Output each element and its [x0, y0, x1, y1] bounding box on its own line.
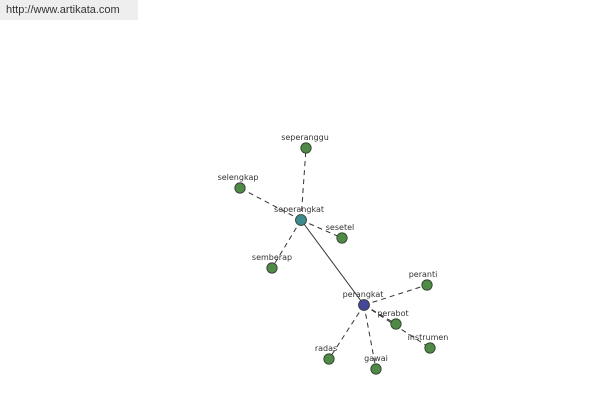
edge-seperangkat-sesetel	[300, 219, 343, 239]
labels-layer: perangkat seperangkat seperanggu selengkap s…	[218, 133, 449, 363]
node-sesetel[interactable]	[336, 232, 348, 244]
node-peranti[interactable]	[421, 279, 433, 291]
node-perabot[interactable]	[390, 318, 402, 330]
edges-layer	[239, 147, 431, 370]
node-label-perabot[interactable]: perabot	[377, 309, 408, 318]
edge-seperangkat-semberap	[271, 219, 302, 269]
node-instrumen[interactable]	[424, 342, 436, 354]
edge-perangkat-peranti	[363, 284, 428, 306]
edge-perangkat-seperangkat	[300, 219, 365, 306]
node-label-seperangkat[interactable]: seperangkat	[274, 205, 324, 214]
node-label-instrumen[interactable]: instrumen	[408, 333, 449, 342]
node-seperangkat[interactable]	[295, 214, 307, 226]
node-perangkat[interactable]	[358, 299, 370, 311]
node-radas[interactable]	[323, 353, 335, 365]
edge-perangkat-radas	[328, 304, 365, 360]
node-label-peranti[interactable]: peranti	[409, 270, 438, 279]
node-gawai[interactable]	[370, 363, 382, 375]
edge-perangkat-perabot	[363, 304, 397, 325]
node-selengkap[interactable]	[234, 182, 246, 194]
edge-seperangkat-selengkap	[239, 187, 302, 221]
edge-perangkat-gawai	[363, 304, 377, 370]
nodes-layer	[234, 142, 436, 375]
node-seperanggu[interactable]	[300, 142, 312, 154]
node-label-sesetel[interactable]: sesetel	[326, 223, 354, 232]
node-label-radas[interactable]: radas	[315, 344, 337, 353]
node-label-gawai[interactable]: gawai	[364, 354, 388, 363]
edge-seperangkat-seperanggu	[300, 147, 307, 221]
node-label-perangkat[interactable]: perangkat	[343, 290, 384, 299]
node-label-seperanggu[interactable]: seperanggu	[281, 133, 329, 142]
node-label-selengkap[interactable]: selengkap	[218, 173, 259, 182]
node-semberap[interactable]	[266, 262, 278, 274]
node-label-semberap[interactable]: semberap	[252, 253, 292, 262]
source-url[interactable]: http://www.artikata.com	[0, 0, 138, 20]
